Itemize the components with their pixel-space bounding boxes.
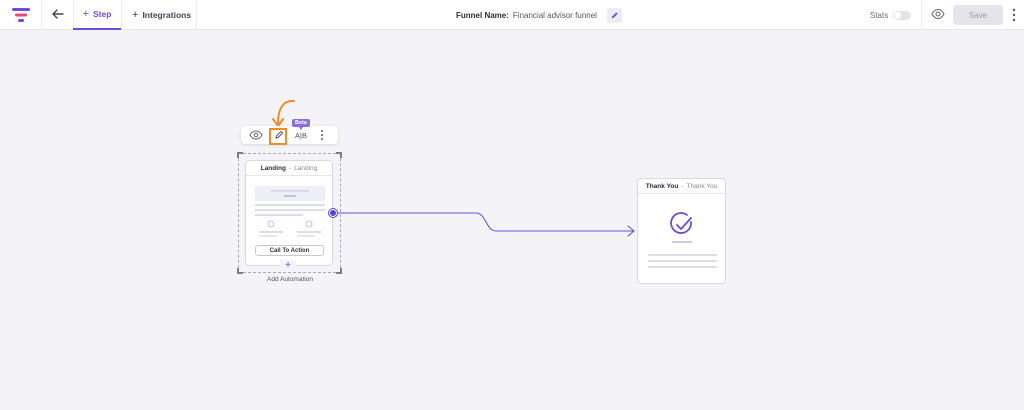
landing-page-thumbnail bbox=[255, 186, 325, 237]
connector-arrowhead bbox=[627, 225, 635, 237]
divider bbox=[73, 0, 74, 30]
kebab-icon[interactable] bbox=[1012, 8, 1016, 22]
eye-icon[interactable] bbox=[249, 129, 263, 141]
selection-corner bbox=[237, 268, 243, 274]
kebab-icon[interactable] bbox=[319, 129, 325, 141]
plus-icon: + bbox=[132, 8, 139, 21]
pencil-icon[interactable] bbox=[273, 129, 285, 141]
beta-badge: Beta bbox=[292, 119, 310, 130]
edit-funnel-name-button[interactable] bbox=[606, 7, 622, 23]
node-type-separator: - bbox=[288, 164, 292, 172]
selection-corner bbox=[336, 268, 342, 274]
top-bar: + Step + Integrations Funnel Name: Finan… bbox=[0, 0, 1024, 30]
eye-icon[interactable] bbox=[931, 7, 945, 21]
ab-test-button[interactable]: A|B bbox=[295, 130, 307, 140]
pencil-icon bbox=[611, 11, 618, 18]
node-type: Thank You bbox=[686, 182, 718, 190]
tab-integrations[interactable]: + Integrations bbox=[132, 0, 191, 30]
tab-integrations-label: Integrations bbox=[142, 10, 192, 20]
node-type: Landing bbox=[294, 164, 318, 172]
stats-toggle[interactable] bbox=[893, 10, 912, 20]
funnel-logo-icon[interactable] bbox=[12, 7, 30, 23]
node-selection-box bbox=[237, 152, 342, 274]
add-automation-link[interactable]: Add Automation bbox=[267, 276, 313, 283]
node-header: Landing - Landing bbox=[246, 161, 332, 176]
divider bbox=[921, 0, 922, 30]
save-button[interactable]: Save bbox=[953, 5, 1003, 25]
stats-toggle-group: Stats bbox=[870, 0, 912, 30]
back-arrow-icon[interactable] bbox=[50, 6, 66, 22]
node-type-separator: - bbox=[681, 182, 684, 190]
tab-step-label: Step bbox=[93, 9, 112, 19]
funnel-name-value: Financial advisor funnel bbox=[512, 10, 597, 20]
divider bbox=[196, 0, 197, 30]
funnel-name-label: Funnel Name: bbox=[456, 10, 509, 20]
connection-handle[interactable] bbox=[329, 209, 337, 217]
thank-you-thumbnail bbox=[648, 212, 717, 268]
call-to-action-button[interactable]: Call To Action bbox=[255, 245, 324, 256]
step-connector bbox=[337, 212, 633, 232]
node-name: Landing bbox=[260, 164, 286, 172]
node-toolbar: A|B bbox=[241, 126, 338, 144]
add-automation-plus-icon[interactable]: + bbox=[280, 260, 296, 271]
tab-step[interactable]: + Step bbox=[73, 0, 121, 30]
plus-icon: + bbox=[82, 7, 89, 20]
selection-corner bbox=[336, 152, 342, 158]
stats-label: Stats bbox=[870, 10, 889, 20]
edit-highlight-box bbox=[269, 128, 287, 145]
funnel-name: Funnel Name: Financial advisor funnel bbox=[456, 0, 622, 30]
node-header: Thank You - Thank You bbox=[638, 179, 725, 194]
divider bbox=[121, 0, 122, 30]
selection-corner bbox=[237, 152, 243, 158]
annotation-arrow bbox=[277, 99, 295, 124]
divider bbox=[41, 0, 42, 30]
node-name: Thank You bbox=[645, 182, 679, 190]
check-circle-icon bbox=[670, 212, 692, 234]
thank-you-node[interactable]: Thank You - Thank You bbox=[637, 178, 726, 284]
